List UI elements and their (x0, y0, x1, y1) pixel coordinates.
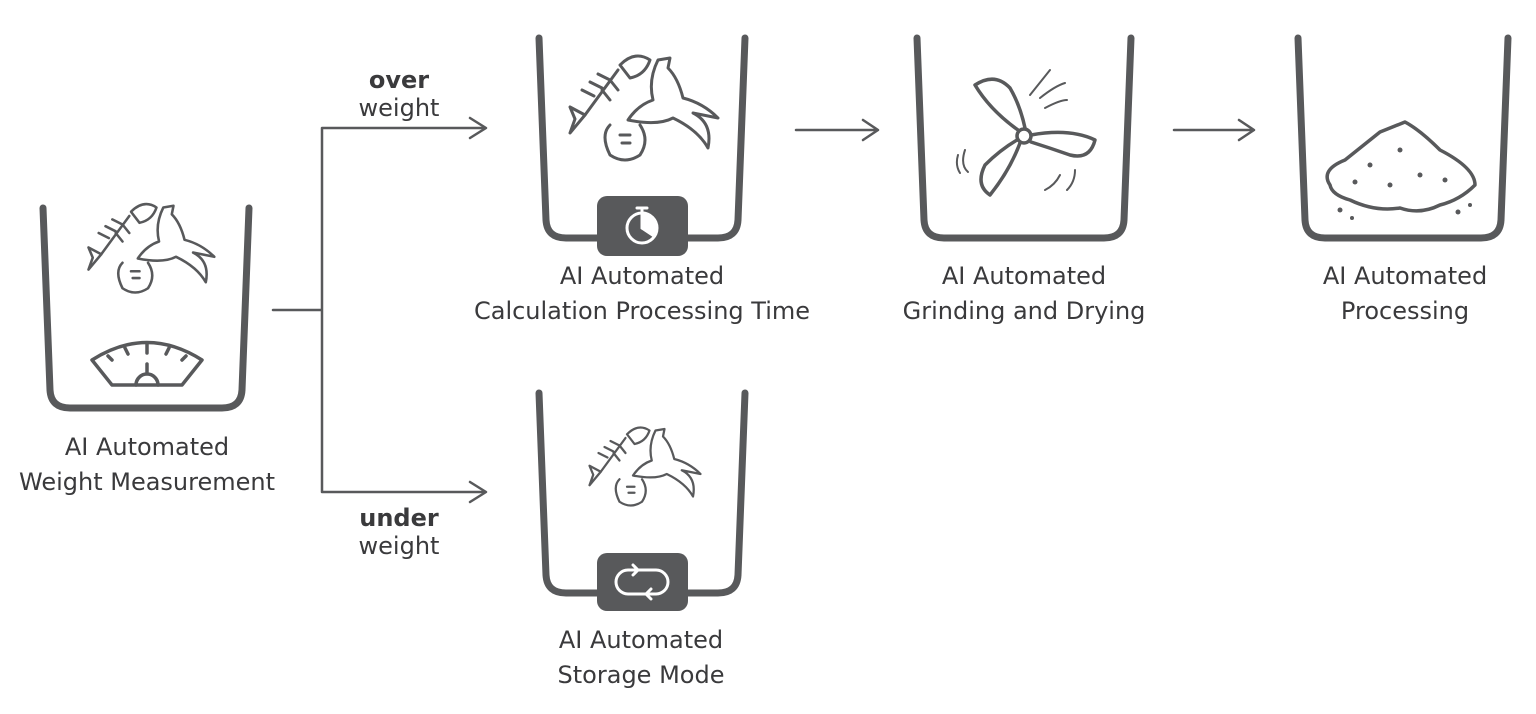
branch-under-bold: under (359, 504, 439, 532)
label-line1: AI Automated (941, 262, 1107, 290)
label-line1: AI Automated (558, 626, 724, 654)
bin-process (1294, 34, 1512, 242)
label-line1: AI Automated (559, 262, 725, 290)
cycle-icon (614, 563, 670, 601)
label-line2: Storage Mode (557, 661, 725, 689)
branch-over-weight: over weight (359, 66, 440, 122)
label-line2: Grinding and Drying (902, 297, 1146, 325)
label-line1: AI Automated (64, 433, 230, 461)
bin-calc (535, 34, 749, 256)
bin-grind (913, 34, 1135, 242)
bin-weight (39, 202, 253, 412)
branch-under-text: weight (358, 532, 440, 560)
label-weight-measurement: AI Automated Weight Measurement (19, 430, 275, 500)
branch-connector (271, 116, 488, 504)
label-storage-mode: AI Automated Storage Mode (558, 623, 725, 693)
label-line2: Weight Measurement (18, 468, 276, 496)
label-line1: AI Automated (1322, 262, 1488, 290)
scale-icon (90, 340, 204, 387)
label-processing: AI Automated Processing (1323, 259, 1487, 329)
bin-storage (535, 389, 749, 611)
powder-pile-icon (1325, 120, 1477, 220)
label-grinding-drying: AI Automated Grinding and Drying (903, 259, 1146, 329)
label-line2: Processing (1340, 297, 1470, 325)
branch-under-weight: under weight (359, 504, 440, 560)
branch-over-text: weight (358, 94, 440, 122)
arrow-grind-to-process (1172, 118, 1256, 142)
stopwatch-icon (625, 206, 659, 245)
branch-over-bold: over (368, 66, 430, 94)
blade-icon (955, 69, 1097, 197)
label-line2: Calculation Processing Time (473, 297, 811, 325)
arrow-calc-to-grind (794, 118, 880, 142)
label-calculation-processing-time: AI Automated Calculation Processing Time (474, 259, 810, 329)
